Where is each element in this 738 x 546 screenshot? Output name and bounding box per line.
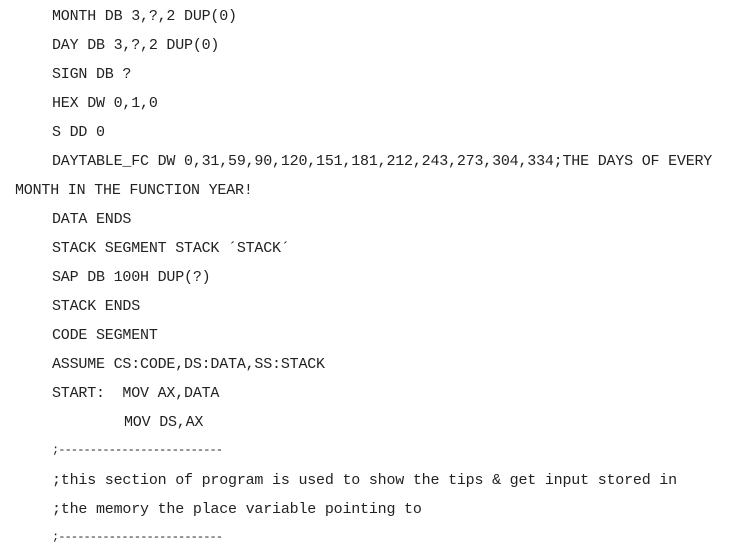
code-line: DAY DB 3,?,2 DUP(0) (52, 37, 220, 54)
code-line: SIGN DB ? (52, 66, 132, 83)
comment-line: ;this section of program is used to show… (52, 472, 677, 489)
code-line: DAYTABLE_FC DW 0,31,59,90,120,151,181,21… (52, 153, 713, 170)
code-line: S DD 0 (52, 124, 105, 141)
code-line: MONTH IN THE FUNCTION YEAR! (15, 182, 253, 199)
code-line: DATA ENDS (52, 211, 132, 228)
code-line: HEX DW 0,1,0 (52, 95, 158, 112)
comment-divider: ;-------------------------- (52, 443, 223, 457)
code-line: STACK ENDS (52, 298, 141, 315)
code-line: MOV DS,AX (124, 414, 204, 431)
code-line: SAP DB 100H DUP(?) (52, 269, 211, 286)
comment-divider: ;-------------------------- (52, 530, 223, 544)
code-line: CODE SEGMENT (52, 327, 158, 344)
code-line: ASSUME CS:CODE,DS:DATA,SS:STACK (52, 356, 325, 373)
code-line: MONTH DB 3,?,2 DUP(0) (52, 8, 237, 25)
code-line: STACK SEGMENT STACK ´STACK´ (52, 240, 290, 257)
comment-line: ;the memory the place variable pointing … (52, 501, 422, 518)
code-line: START: MOV AX,DATA (52, 385, 220, 402)
